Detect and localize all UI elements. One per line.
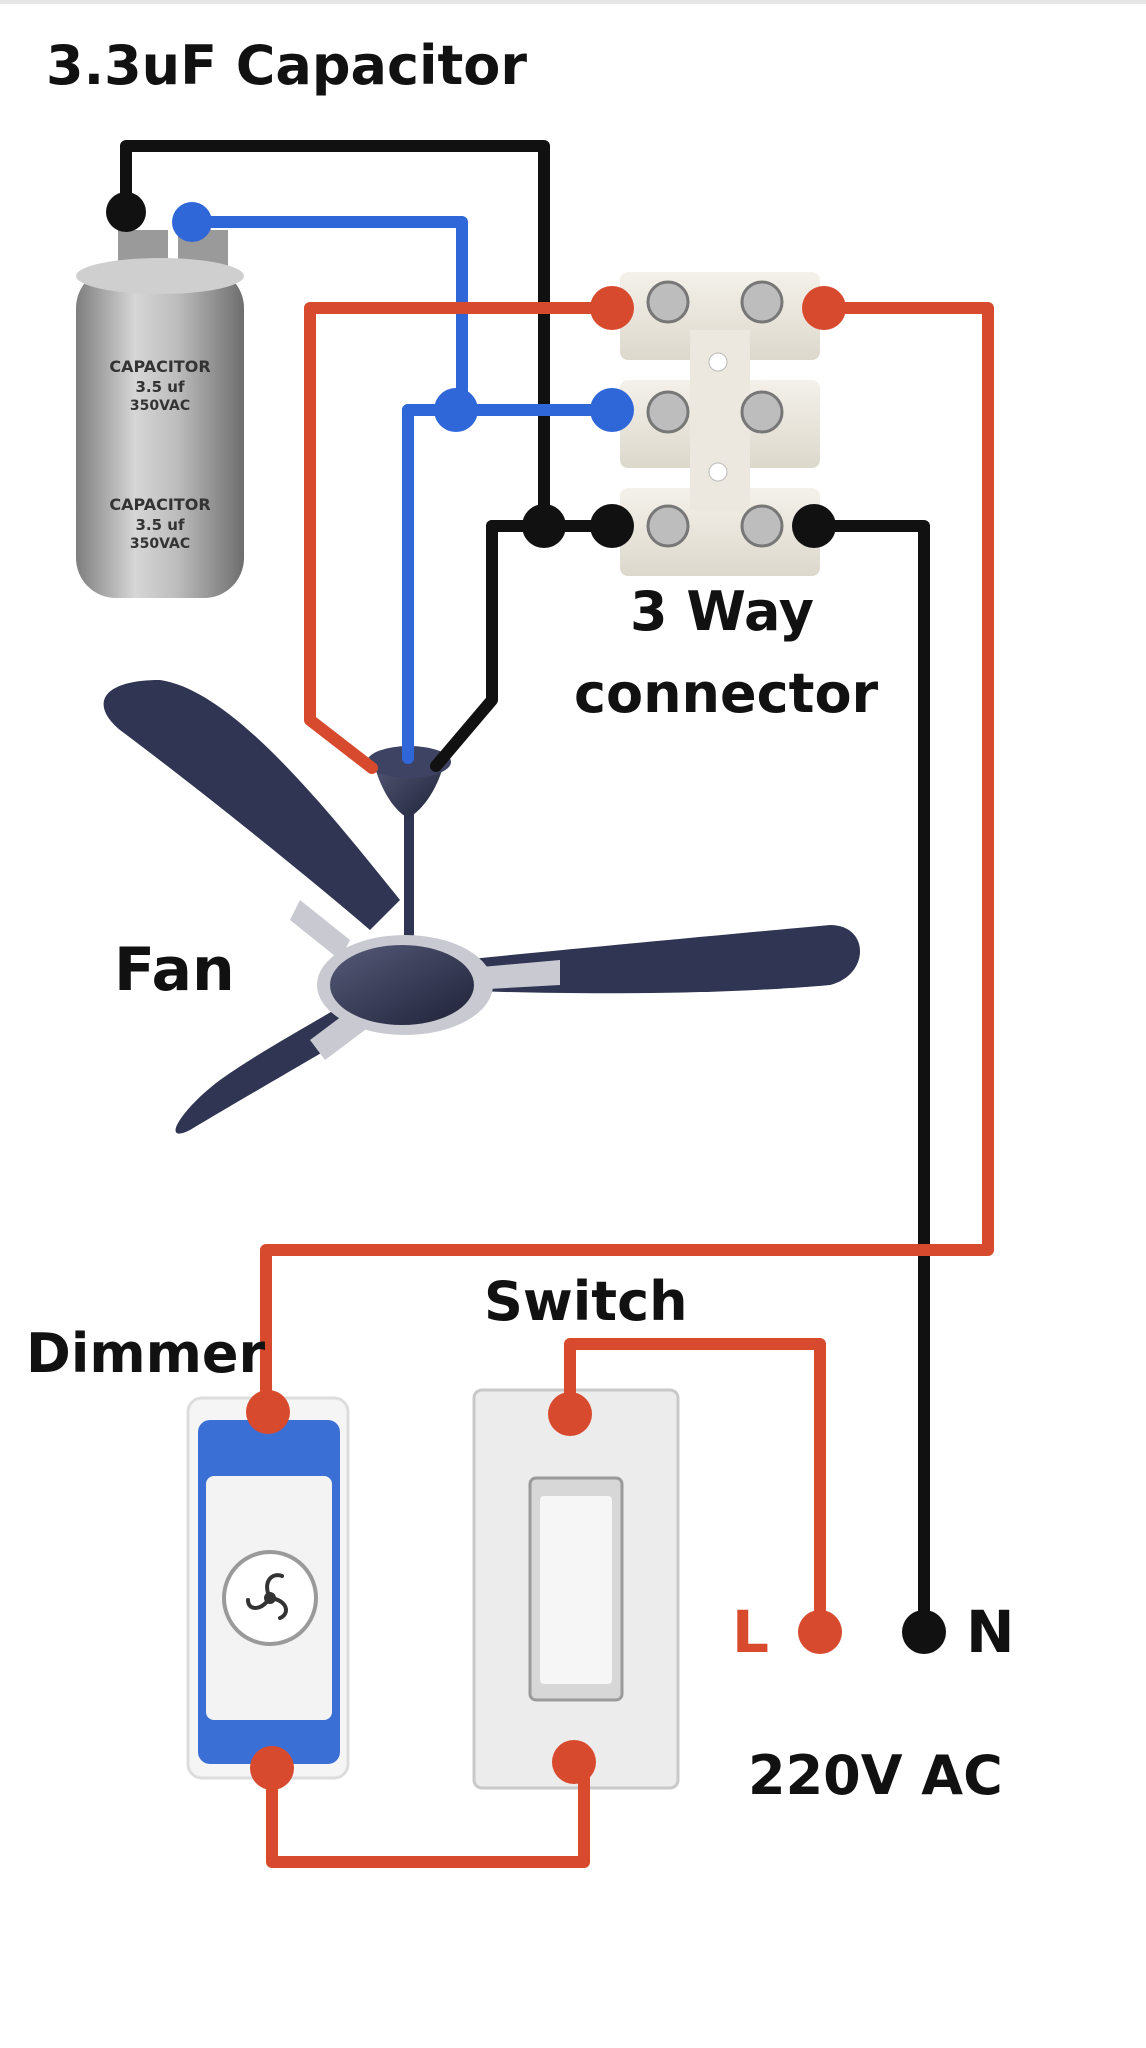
neutral-label: N xyxy=(966,1598,1015,1666)
wire-red-live xyxy=(564,1338,826,1638)
switch-rocker[interactable] xyxy=(540,1496,612,1684)
terminal-switch-top xyxy=(548,1392,592,1436)
terminal-cap-black xyxy=(106,192,146,232)
cap-text-3: 350VAC xyxy=(130,398,190,414)
fan-icon xyxy=(246,1573,288,1620)
terminal-dimmer-bottom xyxy=(250,1746,294,1790)
screw-4 xyxy=(740,390,784,434)
wire-red-dimmer-switch xyxy=(266,1756,590,1868)
fan-motor xyxy=(330,945,474,1025)
terminal-dimmer-top xyxy=(246,1390,290,1434)
terminal-conn-blue xyxy=(590,388,634,432)
connector-hole-1 xyxy=(708,352,728,372)
screw-5 xyxy=(646,504,690,548)
wire-blue-capacitor xyxy=(186,216,468,416)
wire-red-fan xyxy=(304,302,618,774)
fan-label: Fan xyxy=(114,935,235,1005)
terminal-conn-red-left xyxy=(590,286,634,330)
three-way-connector xyxy=(620,272,820,576)
dimmer-label: Dimmer xyxy=(26,1322,266,1385)
wires xyxy=(120,140,994,1868)
connector-label-line1: 3 Way xyxy=(630,580,814,643)
connector-label-line2: connector xyxy=(574,662,879,725)
terminal-conn-black-left xyxy=(590,504,634,548)
terminal-conn-black-right xyxy=(792,504,836,548)
terminal-switch-bottom xyxy=(552,1740,596,1784)
screw-1 xyxy=(646,280,690,324)
screw-6 xyxy=(740,504,784,548)
fan-blade-left xyxy=(103,680,400,930)
cap-text-6: 350VAC xyxy=(130,536,190,552)
terminal-black-junction xyxy=(522,504,566,548)
top-divider xyxy=(0,0,1146,4)
terminal-conn-red-right xyxy=(802,286,846,330)
supply-voltage-label: 220V AC xyxy=(748,1744,1003,1807)
cap-text-5: 3.5 uf xyxy=(136,516,185,534)
terminal-neutral xyxy=(902,1610,946,1654)
wire-black-neutral xyxy=(808,520,930,1638)
wall-switch xyxy=(472,1388,680,1790)
wire-black-capacitor xyxy=(120,140,550,532)
capacitor: CAPACITOR 3.5 uf 350VAC CAPACITOR 3.5 uf… xyxy=(76,230,244,598)
connector-hole-2 xyxy=(708,462,728,482)
terminal-cap-blue xyxy=(172,202,212,242)
ceiling-fan xyxy=(103,680,860,1134)
capacitor-label: 3.3uF Capacitor xyxy=(46,34,528,97)
cap-text-1: CAPACITOR xyxy=(109,357,210,376)
live-label: L xyxy=(732,1598,769,1666)
switch-label: Switch xyxy=(484,1270,688,1333)
capacitor-body xyxy=(76,268,244,598)
screw-2 xyxy=(740,280,784,324)
capacitor-top xyxy=(76,258,244,294)
fan-blade-bottom xyxy=(175,1000,360,1134)
wire-red-dimmer xyxy=(260,302,994,1418)
fan-arm-1 xyxy=(290,900,350,960)
terminal-live xyxy=(798,1610,842,1654)
screw-3 xyxy=(646,390,690,434)
terminals xyxy=(106,192,946,1790)
wire-black-fan xyxy=(430,520,498,772)
fan-downrod xyxy=(404,800,414,940)
cap-text-4: CAPACITOR xyxy=(109,495,210,514)
cap-text-2: 3.5 uf xyxy=(136,378,185,396)
terminal-blue-junction xyxy=(434,388,478,432)
dimmer xyxy=(186,1396,350,1780)
